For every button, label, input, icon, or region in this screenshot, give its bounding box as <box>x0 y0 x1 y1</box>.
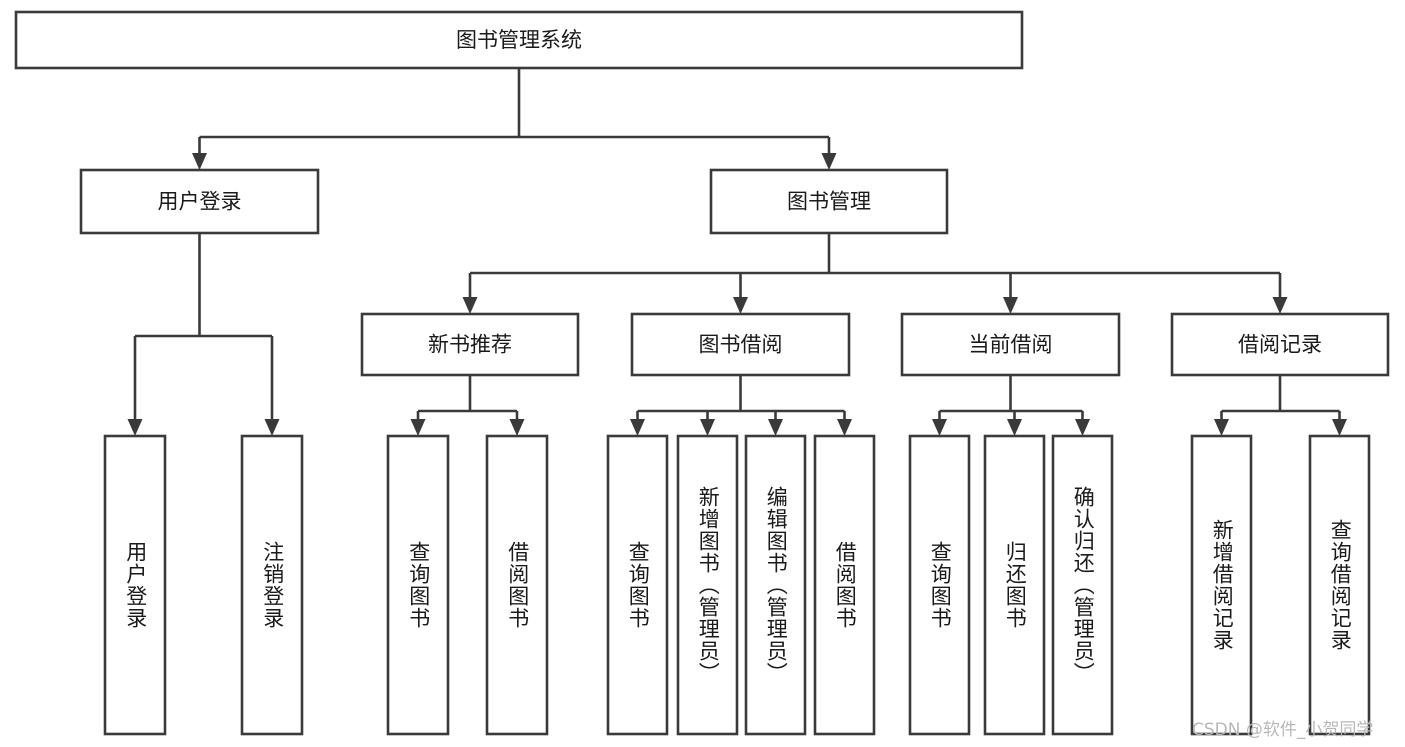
node-new-book-rec[interactable]: 新书推荐 <box>360 312 580 377</box>
leaf-query-book-3-rect[interactable] <box>908 434 971 736</box>
node-book-manage[interactable]: 图书管理 <box>709 168 949 235</box>
conn-current-borrow-arrow-0 <box>932 419 947 436</box>
conn-book-manage-arrow-2 <box>1003 297 1018 314</box>
leaf-edit-book-rect[interactable] <box>744 434 807 736</box>
conn-root-arrow-1 <box>821 153 837 170</box>
node-book-manage-rect <box>709 168 949 235</box>
leaf-add-record-rect[interactable] <box>1190 434 1253 736</box>
conn-current-borrow-arrow-1 <box>1007 419 1022 436</box>
node-root[interactable]: 图书管理系统 <box>14 10 1024 70</box>
conn-new-book-rec-arrow-0 <box>410 419 426 436</box>
node-borrow-record-label: 借阅记录 <box>1238 333 1322 357</box>
conn-borrow-record-arrow-1 <box>1332 419 1347 436</box>
conn-root-arrow-0 <box>192 153 207 170</box>
node-current-borrow-rect <box>900 312 1121 377</box>
leaf-return-book-rect[interactable] <box>983 434 1046 736</box>
connector-layer <box>127 68 1347 436</box>
leaf-borrow-book-2-rect[interactable] <box>813 434 876 736</box>
leaf-add-book-rect[interactable] <box>676 434 739 736</box>
leaf-logout-rect[interactable] <box>240 434 304 736</box>
conn-book-borrow-arrow-3 <box>837 419 852 436</box>
node-user-login-rect <box>79 168 320 235</box>
conn-book-borrow-arrow-0 <box>630 419 645 436</box>
conn-book-manage-arrow-0 <box>462 297 478 314</box>
conn-borrow-record-arrow-0 <box>1214 419 1229 436</box>
leaf-query-book-2-rect[interactable] <box>606 434 669 736</box>
node-user-login[interactable]: 用户登录 <box>79 168 320 235</box>
leaf-query-record-rect[interactable] <box>1308 434 1371 736</box>
node-current-borrow[interactable]: 当前借阅 <box>900 312 1121 377</box>
conn-new-book-rec-arrow-1 <box>509 419 525 436</box>
conn-book-borrow-arrow-2 <box>768 419 783 436</box>
node-book-manage-label: 图书管理 <box>787 190 871 214</box>
leaf-borrow-book-1-rect[interactable] <box>485 434 549 736</box>
node-root-label: 图书管理系统 <box>456 28 582 52</box>
conn-book-borrow-arrow-1 <box>700 419 715 436</box>
leaf-confirm-return-rect[interactable] <box>1051 434 1114 736</box>
node-book-borrow[interactable]: 图书借阅 <box>630 312 851 377</box>
node-borrow-record-rect <box>1170 312 1390 377</box>
node-new-book-rec-rect <box>360 312 580 377</box>
leaf-user-login-rect[interactable] <box>103 434 167 736</box>
node-book-borrow-label: 图书借阅 <box>699 333 783 357</box>
conn-user-login-arrow-1 <box>264 419 280 436</box>
node-borrow-record[interactable]: 借阅记录 <box>1170 312 1390 377</box>
node-user-login-label: 用户登录 <box>158 190 242 214</box>
conn-current-borrow-arrow-2 <box>1075 419 1090 436</box>
node-book-borrow-rect <box>630 312 851 377</box>
leaf-query-book-1-rect[interactable] <box>386 434 450 736</box>
node-root-rect <box>14 10 1024 70</box>
node-current-borrow-label: 当前借阅 <box>969 333 1053 357</box>
conn-book-manage-arrow-1 <box>733 297 748 314</box>
conn-book-manage-arrow-3 <box>1272 297 1288 314</box>
csdn-watermark: CSDN @软件_小贺同学 <box>1192 720 1374 740</box>
conn-user-login-arrow-0 <box>127 419 143 436</box>
node-new-book-rec-label: 新书推荐 <box>428 333 512 357</box>
